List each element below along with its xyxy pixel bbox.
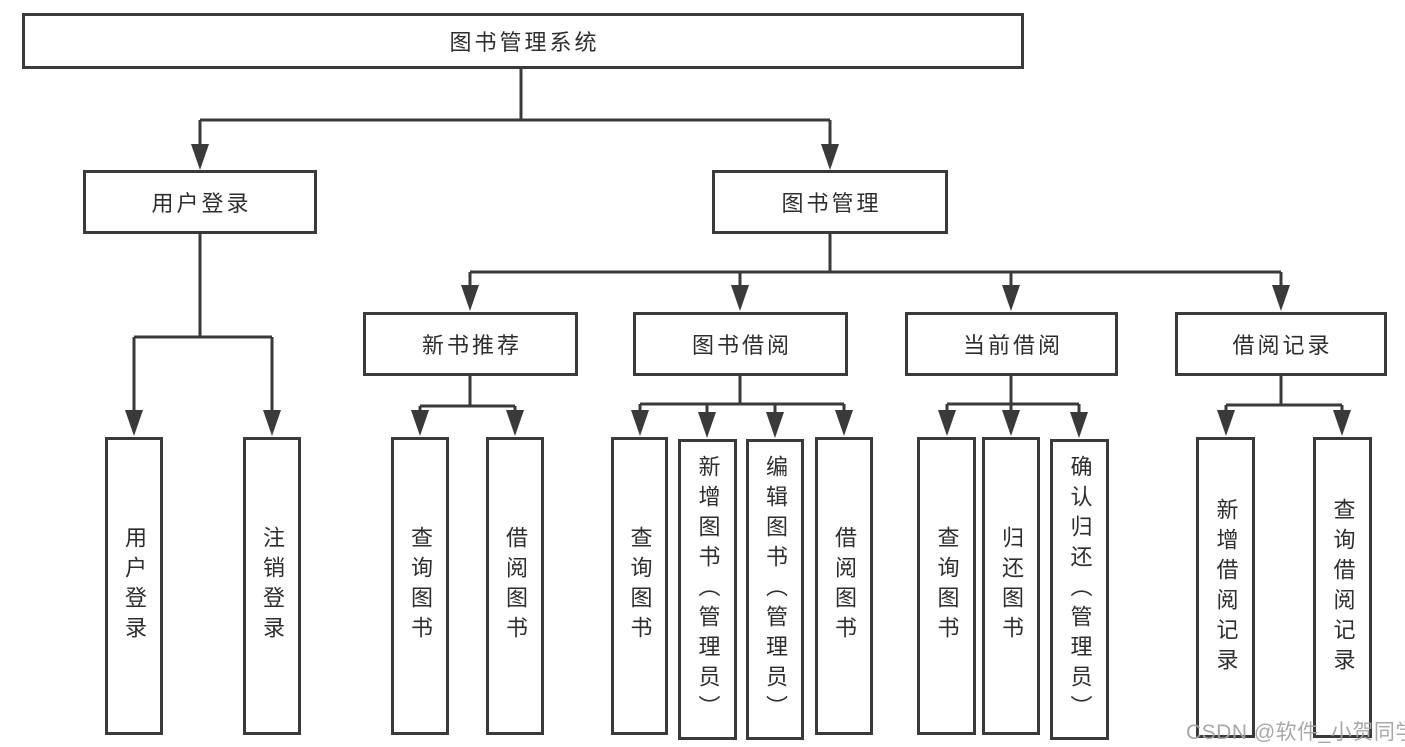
node-label: 确认归还（管理员）	[1067, 454, 1093, 725]
node-label: 查询借阅记录	[1330, 497, 1356, 678]
node-label: 编辑图书（管理员）	[763, 454, 788, 725]
node-label: 查询图书	[627, 526, 653, 646]
node-label: 图书借阅	[691, 333, 792, 358]
node-edit-books-admin: 编辑图书（管理员）	[746, 439, 804, 740]
node-query-books-recommend: 查询图书	[391, 437, 449, 735]
node-current-borrowing: 当前借阅	[905, 312, 1118, 376]
node-book-borrowing: 图书借阅	[633, 312, 848, 376]
node-borrow-books-recommend: 借阅图书	[486, 437, 544, 735]
node-label: 借阅记录	[1232, 333, 1333, 358]
node-label: 归还图书	[999, 526, 1024, 646]
node-label: 借阅图书	[832, 526, 857, 646]
csdn-watermark: CSDN @软件_小贺同学	[1186, 721, 1405, 744]
node-borrow-books-borrowing: 借阅图书	[815, 437, 873, 735]
node-borrowing-records: 借阅记录	[1175, 312, 1387, 376]
node-label: 当前借阅	[962, 333, 1063, 358]
node-label: 注销登录	[260, 526, 285, 646]
node-query-books-current: 查询图书	[917, 437, 976, 735]
node-label: 用户登录	[151, 191, 252, 216]
node-user-login: 用户登录	[83, 170, 317, 234]
node-label: 图书管理系统	[449, 30, 600, 55]
node-confirm-return-admin: 确认归还（管理员）	[1050, 439, 1109, 740]
node-label: 新增图书（管理员）	[695, 454, 721, 725]
node-query-books-borrowing: 查询图书	[611, 437, 668, 735]
node-label: 用户登录	[122, 526, 147, 646]
node-label: 查询图书	[934, 526, 960, 646]
node-label: 借阅图书	[503, 526, 528, 646]
node-query-borrowing-record: 查询借阅记录	[1313, 437, 1372, 738]
node-label: 图书管理	[781, 191, 882, 216]
node-user-login-leaf: 用户登录	[105, 437, 163, 735]
node-logout-login: 注销登录	[243, 437, 301, 735]
node-new-book-recommend: 新书推荐	[363, 312, 578, 376]
node-add-books-admin: 新增图书（管理员）	[678, 439, 737, 740]
node-add-borrowing-record: 新增借阅记录	[1196, 437, 1255, 738]
node-label: 新书推荐	[421, 333, 522, 358]
node-label: 新增借阅记录	[1213, 497, 1239, 678]
node-book-management-system: 图书管理系统	[22, 13, 1024, 69]
node-label: 查询图书	[408, 526, 433, 646]
node-return-books: 归还图书	[982, 437, 1040, 735]
node-book-management: 图书管理	[712, 170, 948, 234]
